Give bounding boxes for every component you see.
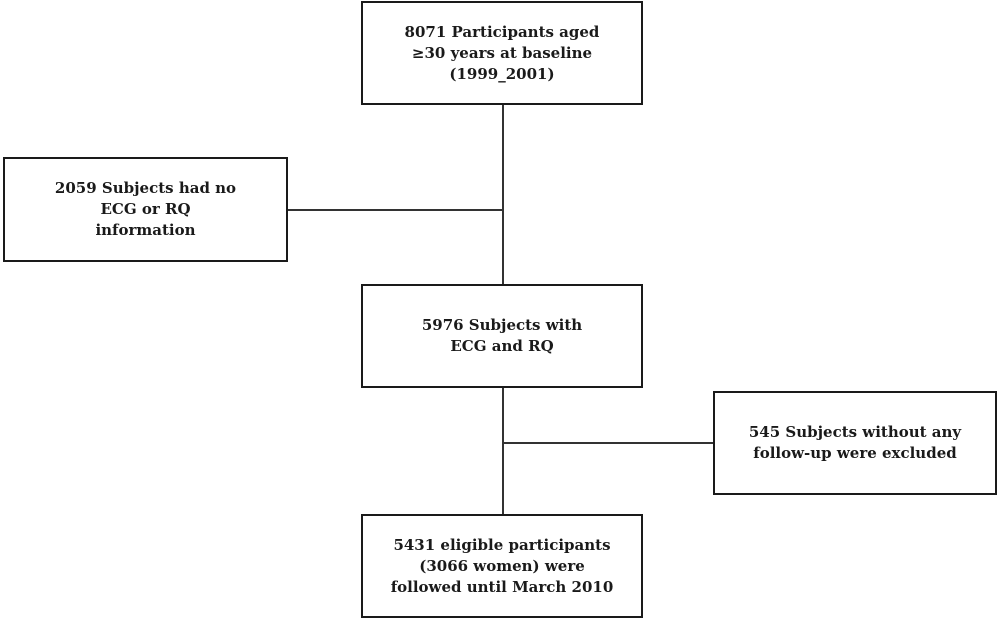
connector-with-ecg-to-eligible: [502, 387, 504, 515]
baseline-line-2: ≥30 years at baseline: [411, 43, 593, 62]
eligible-line-1: 5431 eligible participants: [393, 535, 611, 554]
baseline-participants-text: 8071 Participants aged ≥30 years at base…: [405, 22, 600, 85]
connector-exclusion-no-followup: [502, 442, 714, 444]
no-followup-exclusion-box: 545 Subjects without any follow-up were …: [713, 391, 997, 495]
baseline-line-1: 8071 Participants aged: [404, 22, 600, 41]
eligible-participants-box: 5431 eligible participants (3066 women) …: [361, 514, 643, 618]
no-ecg-exclusion-text: 2059 Subjects had no ECG or RQ informati…: [55, 178, 236, 241]
connector-exclusion-no-ecg: [287, 209, 503, 211]
baseline-line-3: (1999_2001): [449, 64, 555, 83]
with-ecg-line-2: ECG and RQ: [450, 337, 554, 355]
eligible-line-3: followed until March 2010: [390, 577, 614, 596]
no-ecg-line-3: information: [95, 221, 196, 239]
with-ecg-line-1: 5976 Subjects with: [421, 316, 583, 334]
with-ecg-box: 5976 Subjects with ECG and RQ: [361, 284, 643, 388]
connector-baseline-to-with-ecg: [502, 104, 504, 284]
no-followup-exclusion-text: 545 Subjects without any follow-up were …: [749, 422, 961, 464]
baseline-participants-box: 8071 Participants aged ≥30 years at base…: [361, 1, 643, 105]
no-followup-line-1: 545 Subjects without any: [748, 423, 962, 441]
with-ecg-text: 5976 Subjects with ECG and RQ: [422, 315, 582, 357]
no-followup-line-2: follow-up were excluded: [753, 444, 957, 462]
no-ecg-line-2: ECG or RQ: [100, 200, 191, 218]
eligible-participants-text: 5431 eligible participants (3066 women) …: [391, 535, 614, 598]
no-ecg-exclusion-box: 2059 Subjects had no ECG or RQ informati…: [3, 157, 288, 262]
eligible-line-2: (3066 women) were: [419, 556, 585, 575]
no-ecg-line-1: 2059 Subjects had no: [54, 179, 237, 197]
